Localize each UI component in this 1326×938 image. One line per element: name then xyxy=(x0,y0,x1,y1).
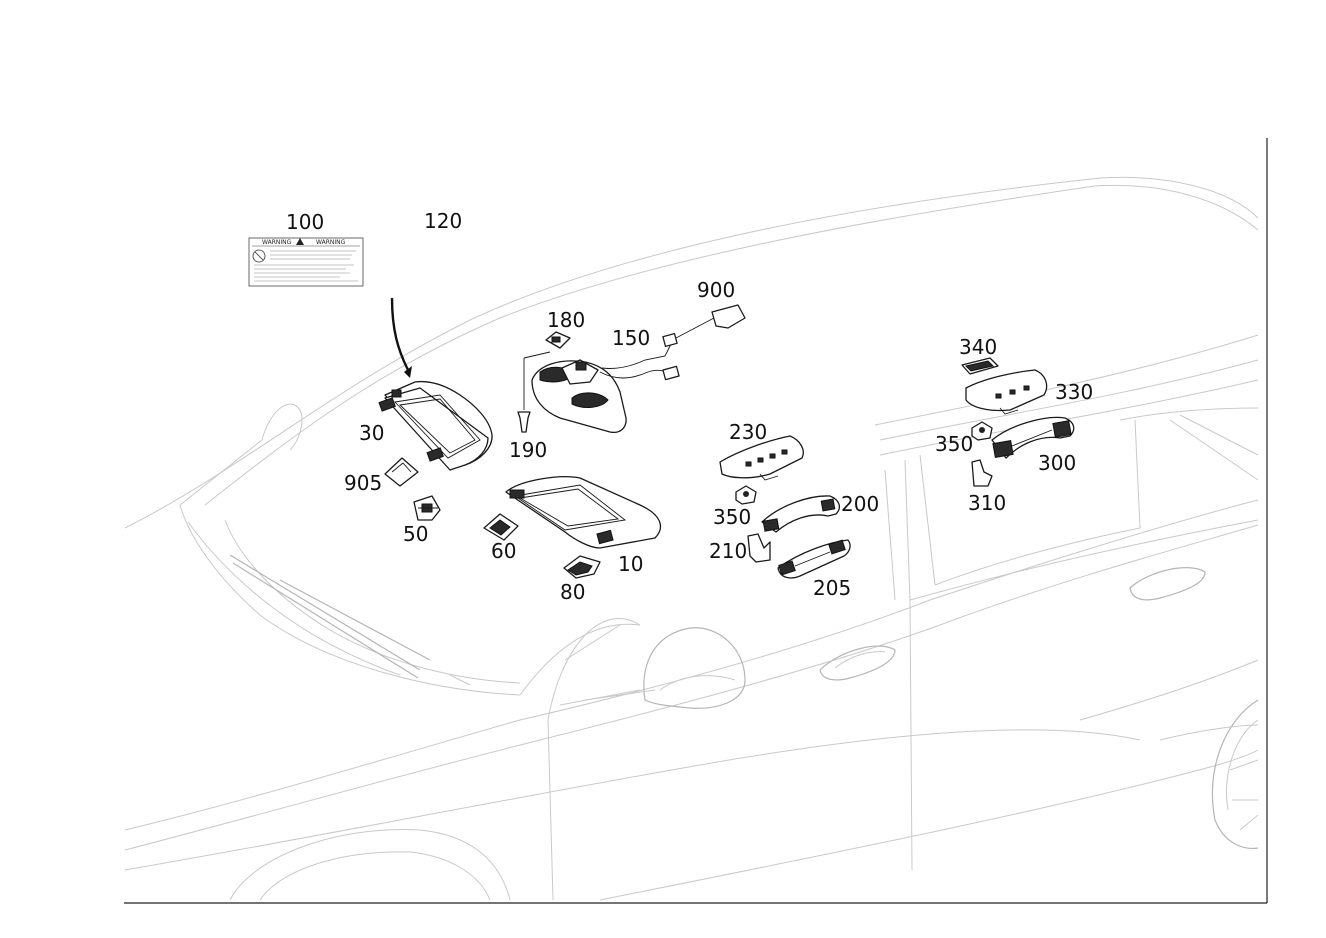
warning-title-left: WARNING xyxy=(262,239,292,246)
part-205-handle xyxy=(777,539,851,579)
car-outline xyxy=(124,176,1259,901)
callout-190: 190 xyxy=(509,438,547,462)
callout-120: 120 xyxy=(424,209,462,233)
part-60-clip xyxy=(483,513,519,541)
part-30-left-sun-visor xyxy=(378,380,493,471)
warning-label-100: WARNING WARNING xyxy=(248,237,364,287)
label-pointer-arrow xyxy=(390,297,410,371)
callout-10: 10 xyxy=(618,552,643,576)
callout-labels: 100 120 180 150 900 30 190 905 50 60 10 … xyxy=(286,209,1093,604)
part-350-nut-rear xyxy=(971,421,993,441)
part-190-screw xyxy=(517,411,531,433)
part-10-right-sun-visor xyxy=(505,476,662,549)
part-350-nut-front xyxy=(735,485,757,505)
callout-340: 340 xyxy=(959,335,997,359)
callout-180: 180 xyxy=(547,308,585,332)
warning-title-right: WARNING xyxy=(316,239,346,246)
callout-150: 150 xyxy=(612,326,650,350)
callout-300: 300 xyxy=(1038,451,1076,475)
callout-210: 210 xyxy=(709,539,747,563)
part-80-clip xyxy=(563,555,601,579)
part-230-bracket xyxy=(719,435,804,481)
callout-310: 310 xyxy=(968,491,1006,515)
callout-350-rear: 350 xyxy=(935,432,973,456)
callout-50: 50 xyxy=(403,522,428,546)
part-180-bracket xyxy=(545,331,571,349)
part-300-rear-grab-handle xyxy=(991,416,1075,459)
callout-80: 80 xyxy=(560,580,585,604)
callout-905: 905 xyxy=(344,471,382,495)
callout-100: 100 xyxy=(286,210,324,234)
callout-230: 230 xyxy=(729,420,767,444)
part-330-rear-bracket xyxy=(965,369,1048,415)
callout-60: 60 xyxy=(491,539,516,563)
part-310-cover xyxy=(971,459,993,487)
callout-350-front: 350 xyxy=(713,505,751,529)
callout-900: 900 xyxy=(697,278,735,302)
part-200-grab-handle xyxy=(761,495,841,533)
callout-200: 200 xyxy=(841,492,879,516)
callout-30: 30 xyxy=(359,421,384,445)
part-150-overhead-console xyxy=(531,332,680,434)
part-340-cap xyxy=(961,357,999,375)
part-900-patch xyxy=(711,304,746,329)
callout-330: 330 xyxy=(1055,380,1093,404)
callout-205: 205 xyxy=(813,576,851,600)
part-210-cover xyxy=(747,533,771,563)
part-905-clip xyxy=(384,457,419,487)
no-child-seat-icon xyxy=(252,249,266,263)
warning-triangle-icon xyxy=(296,238,304,245)
arrow-head xyxy=(404,366,412,378)
part-50-connector xyxy=(413,495,441,521)
